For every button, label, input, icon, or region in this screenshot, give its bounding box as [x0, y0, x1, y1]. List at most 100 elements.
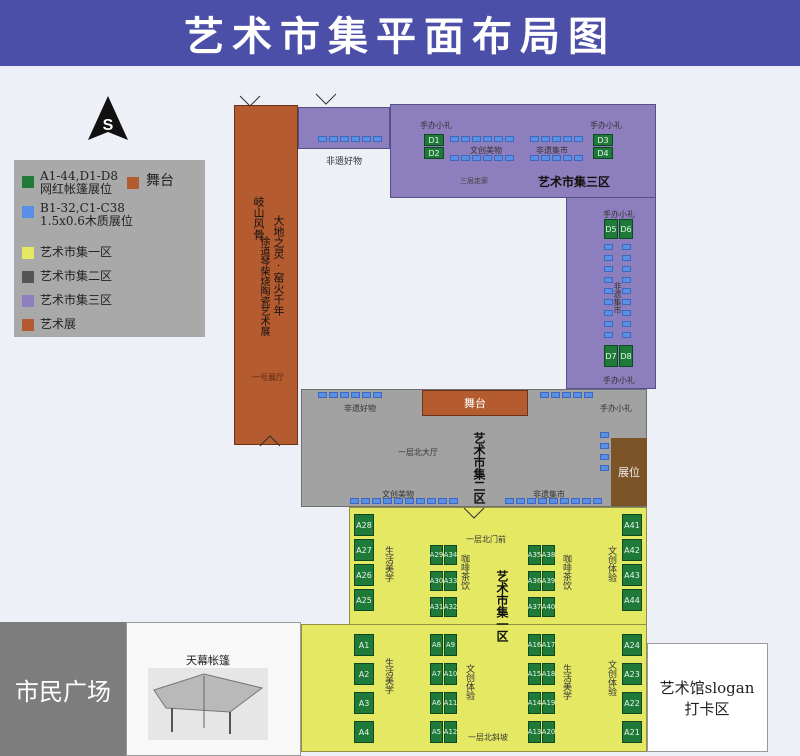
booth-a28[interactable]: A28 — [354, 514, 374, 536]
booth-d2[interactable]: D2 — [424, 147, 444, 159]
wood-booth — [372, 498, 381, 504]
booth-a7[interactable]: A7 — [430, 663, 443, 685]
wood-booth — [505, 155, 514, 161]
booth-a42[interactable]: A42 — [622, 539, 642, 561]
booth-a24[interactable]: A24 — [622, 634, 642, 656]
wood-booth — [604, 288, 613, 294]
legend-swatch-blue — [22, 206, 34, 218]
legend-label-art: 艺术展 — [40, 317, 77, 331]
wood-booth — [361, 498, 370, 504]
wood-booth — [600, 454, 609, 460]
wood-booth — [494, 136, 503, 142]
booth-a25[interactable]: A25 — [354, 589, 374, 611]
wood-booth — [530, 136, 539, 142]
booth-a41[interactable]: A41 — [622, 514, 642, 536]
wood-booth — [604, 310, 613, 316]
door-icon — [315, 93, 337, 105]
legend: A1-44,D1-D8 网红帐篷展位 舞台 B1-32,C1-C38 1.5x0… — [14, 160, 205, 337]
booth-a3[interactable]: A3 — [354, 692, 374, 714]
booth-a1[interactable]: A1 — [354, 634, 374, 656]
booth-a14[interactable]: A14 — [528, 692, 541, 714]
booth-a20[interactable]: A20 — [542, 721, 555, 743]
booth-d6[interactable]: D6 — [619, 219, 633, 239]
booth-d8[interactable]: D8 — [619, 345, 633, 367]
booth-d5[interactable]: D5 — [604, 219, 618, 239]
booth-a8[interactable]: A8 — [430, 634, 443, 656]
booth-a5[interactable]: A5 — [430, 721, 443, 743]
booth-a6[interactable]: A6 — [430, 692, 443, 714]
booth-a12[interactable]: A12 — [444, 721, 457, 743]
booth-a31[interactable]: A31 — [430, 597, 443, 617]
wood-booth — [516, 498, 525, 504]
booth-a26[interactable]: A26 — [354, 564, 374, 586]
wood-booth — [622, 299, 631, 305]
door-icon — [239, 95, 261, 107]
booth-a27[interactable]: A27 — [354, 539, 374, 561]
booth-a11[interactable]: A11 — [444, 692, 457, 714]
booth-a40[interactable]: A40 — [542, 597, 555, 617]
zone3-center-note: 非遗集市 — [613, 282, 622, 314]
legend-swatch-purple — [22, 295, 34, 307]
wood-booth — [563, 155, 572, 161]
zone2-lobby: 一层北大厅 — [398, 448, 438, 457]
booth-a29[interactable]: A29 — [430, 545, 443, 565]
booth-a34[interactable]: A34 — [444, 545, 457, 565]
zone1-life-bl: 生活美学 — [383, 658, 393, 694]
wood-booth — [552, 136, 561, 142]
booth-a22[interactable]: A22 — [622, 692, 642, 714]
zone1-life-tl: 生活美学 — [383, 546, 393, 582]
booth-a44[interactable]: A44 — [622, 589, 642, 611]
zone2-stage: 舞台 — [422, 390, 528, 416]
booth-a17[interactable]: A17 — [542, 634, 555, 656]
wood-booth — [552, 155, 561, 161]
legend-swatch-green — [22, 176, 34, 188]
wood-booth — [461, 136, 470, 142]
slogan-area — [647, 643, 768, 752]
tent-label: 天幕帐篷 — [186, 654, 230, 667]
booth-a36[interactable]: A36 — [528, 571, 541, 591]
wood-booth — [600, 465, 609, 471]
booth-d1[interactable]: D1 — [424, 134, 444, 146]
wood-booth — [329, 136, 338, 142]
wood-booth — [472, 136, 481, 142]
wood-booth — [350, 498, 359, 504]
booth-a2[interactable]: A2 — [354, 663, 374, 685]
booth-d4[interactable]: D4 — [593, 147, 613, 159]
wood-booth — [600, 432, 609, 438]
wood-booth — [549, 498, 558, 504]
booth-a10[interactable]: A10 — [444, 663, 457, 685]
booth-a39[interactable]: A39 — [542, 571, 555, 591]
booth-a4[interactable]: A4 — [354, 721, 374, 743]
legend-label-zone3: 艺术市集三区 — [40, 293, 113, 307]
wood-booth — [574, 136, 583, 142]
booth-a33[interactable]: A33 — [444, 571, 457, 591]
zone3-corridor-note: 三层走廊 — [460, 177, 488, 185]
booth-a37[interactable]: A37 — [528, 597, 541, 617]
wood-booth — [362, 136, 371, 142]
booth-a9[interactable]: A9 — [444, 634, 457, 656]
booth-a15[interactable]: A15 — [528, 663, 541, 685]
booth-a32[interactable]: A32 — [444, 597, 457, 617]
wood-booth — [373, 136, 382, 142]
wood-booth — [340, 392, 349, 398]
booth-a21[interactable]: A21 — [622, 721, 642, 743]
booth-d7[interactable]: D7 — [604, 345, 618, 367]
citizen-square: 市民广场 — [0, 622, 126, 756]
wood-booth — [505, 498, 514, 504]
booth-a43[interactable]: A43 — [622, 564, 642, 586]
art-exhibit-hall-label: 一号展厅 — [252, 373, 284, 382]
booth-a13[interactable]: A13 — [528, 721, 541, 743]
zone3-craft-right: 手办小礼 — [603, 210, 635, 219]
booth-a19[interactable]: A19 — [542, 692, 555, 714]
legend-swatch-gray — [22, 271, 34, 283]
booth-d3[interactable]: D3 — [593, 134, 613, 146]
wood-booth — [600, 443, 609, 449]
booth-a35[interactable]: A35 — [528, 545, 541, 565]
booth-a18[interactable]: A18 — [542, 663, 555, 685]
booth-a30[interactable]: A30 — [430, 571, 443, 591]
booth-a23[interactable]: A23 — [622, 663, 642, 685]
wood-booth — [551, 392, 560, 398]
wood-booth — [622, 321, 631, 327]
booth-a38[interactable]: A38 — [542, 545, 555, 565]
booth-a16[interactable]: A16 — [528, 634, 541, 656]
